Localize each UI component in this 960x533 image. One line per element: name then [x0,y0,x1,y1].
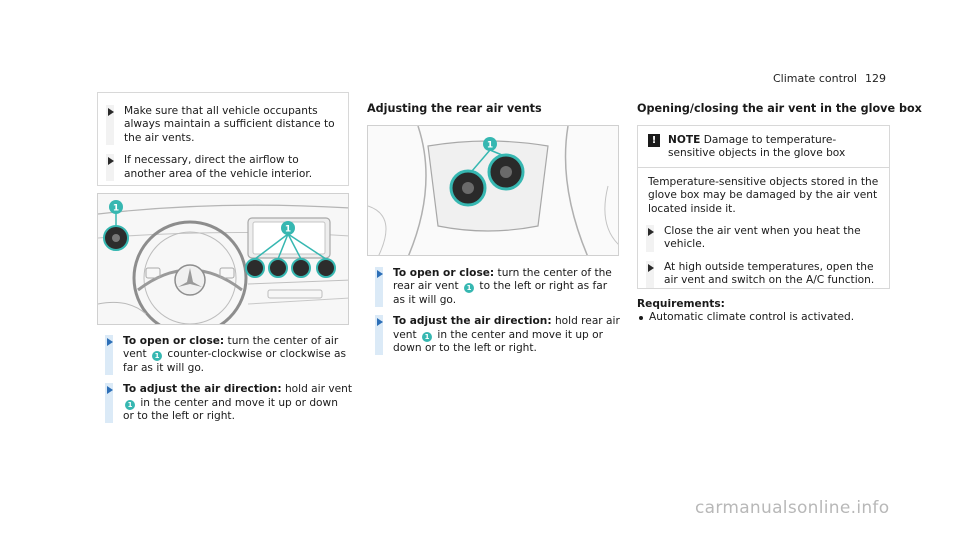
warning-icon: ! [648,134,660,147]
requirements: Requirements: Automatic climate control … [637,298,890,325]
callout-badge: 1 [422,331,433,342]
middle-steps: To open or close: turn the center of the… [367,267,622,356]
note-body: Temperature-sensitive objects stored in … [648,175,879,215]
note-header: ! NOTE Damage to temperature-sensitive o… [638,126,889,168]
callout-badge: 1 [464,283,475,294]
note-label: NOTE [668,134,701,146]
step-arrow-icon [648,228,654,237]
vent-icon [103,212,129,251]
watermark: carmanualsonline.info [695,498,890,518]
callout-label: 1 [113,204,119,214]
glove-box-title: Opening/closing the air vent in the glov… [637,102,922,115]
callout-badge: 1 [152,351,163,362]
step-arrow-icon [377,318,383,327]
rear-vents-title: Adjusting the rear air vents [367,102,542,115]
rear-air-vents-figure: 1 [367,125,619,256]
left-steps: To open or close: turn the center of air… [97,335,352,424]
step-open-close: To open or close: turn the center of air… [97,335,352,376]
step-arrow-icon [108,157,114,166]
section-title: Climate control [773,72,857,85]
rear-step-open-close: To open or close: turn the center of the… [367,267,622,308]
warning-steps-box: Make sure that all vehicle occupants alw… [97,92,349,186]
note-heading: Damage to temperature-sensitive objects … [668,134,846,160]
vent-icon [245,233,336,278]
rear-vents-illustration: 1 [368,126,618,255]
note-step-2: At high outside temperatures, open the a… [638,260,878,288]
box-step-1: Make sure that all vehicle occupants alw… [98,105,338,146]
dashboard-illustration: 1 1 [98,194,348,324]
step-adjust-direction: To adjust the air direction: hold air ve… [97,383,352,424]
callout-label: 1 [487,141,493,151]
step-arrow-icon [107,338,113,346]
callout-badge: 1 [125,399,135,410]
callout-label: 1 [285,225,291,235]
requirements-title: Requirements: [637,298,725,310]
page-number: 129 [864,72,886,85]
page-header: Climate control 129 [773,72,895,85]
box-step-2: If necessary, direct the airflow to anot… [98,154,338,182]
vent-icon [449,153,525,207]
note-step-1: Close the air vent when you heat the veh… [638,225,878,252]
step-arrow-icon [108,108,114,116]
dashboard-air-vents-figure: 1 1 [97,193,349,325]
note-box: ! NOTE Damage to temperature-sensitive o… [637,125,890,289]
bullet-icon [639,316,643,321]
rear-step-adjust-direction: To adjust the air direction: hold rear a… [367,315,622,356]
requirement-item: Automatic climate control is activated. [637,311,890,324]
step-arrow-icon [648,263,654,272]
step-arrow-icon [107,386,113,395]
step-arrow-icon [377,270,383,278]
